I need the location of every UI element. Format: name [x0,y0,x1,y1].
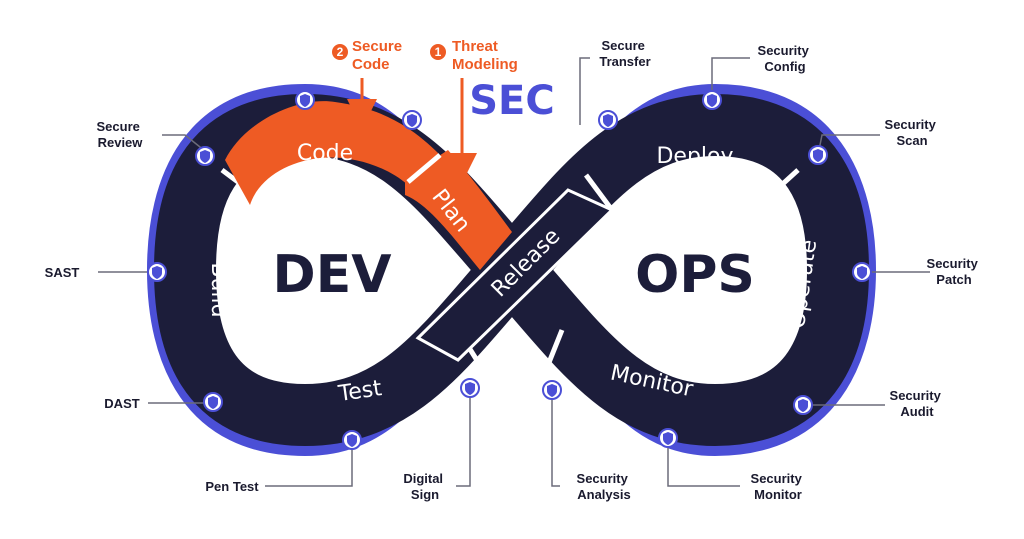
label-secure-transfer: Secure Transfer [599,38,650,69]
shield-icon [793,395,813,415]
segment-deploy: Deploy [656,144,733,169]
label-security-config: Security Config [758,43,813,74]
label-security-monitor: Security Monitor [751,471,806,502]
segment-code: Code [297,141,353,166]
sec-title: SEC [469,78,555,124]
callout-line1: Threat [452,38,498,55]
label-security-analysis: Security Analysis [577,471,632,502]
label-sast: SAST [45,265,80,280]
inner-lobes [235,190,790,350]
callout-line1: Secure [352,38,402,55]
label-secure-review: Secure Review [97,119,144,150]
callout-secure-code: 2 Secure Code [332,38,402,129]
shield-icon [295,90,315,110]
shield-icon [203,392,223,412]
label-security-patch: Security Patch [927,256,982,287]
callout-line2: Modeling [452,56,518,73]
number-badge [332,44,348,60]
label-pen-test: Pen Test [205,479,259,494]
shield-icon [147,262,167,282]
dev-title: DEV [273,245,392,305]
shield-icon [542,380,562,400]
label-dast: DAST [104,396,139,411]
label-security-scan: Security Scan [885,117,940,148]
callout-number: 2 [337,45,344,59]
shield-icons [147,90,872,450]
segment-build: Build [206,262,231,317]
code-segment [225,101,440,205]
callout-number: 1 [435,45,442,59]
ops-title: OPS [635,245,755,305]
shield-icon [460,378,480,398]
shield-icon [342,430,362,450]
shield-icon [702,90,722,110]
callout-threat-modeling: 1 Threat Modeling [430,38,518,183]
shield-icon [658,428,678,448]
number-badge [430,44,446,60]
release-segment [415,188,615,362]
shield-icon [402,110,422,130]
callout-line2: Code [352,56,390,73]
label-security-audit: Security Audit [890,388,945,419]
highlight-segments [225,101,512,270]
segment-test: Test [336,376,384,407]
shield-icon [195,146,215,166]
shield-icon [852,262,872,282]
plan-segment [405,150,512,270]
outer-labels: Secure Review SAST DAST Pen Test Digital… [45,38,982,502]
shield-icon [598,110,618,130]
label-digital-sign: Digital Sign [403,471,446,502]
shield-icon [808,145,828,165]
